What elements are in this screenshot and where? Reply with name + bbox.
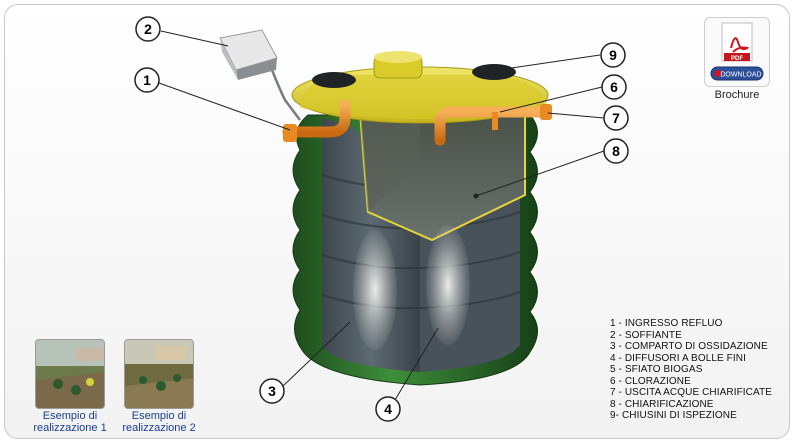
example-label-2[interactable]: Esempio di realizzazione 2 [114,410,204,434]
leader-lines [158,30,605,406]
pdf-icon: PDF DOWNLOAD [710,22,764,81]
legend-item: 8 - CHIARIFICAZIONE [610,398,714,410]
callout-number: 6 [610,79,618,95]
callout-1: 1 [134,67,160,93]
example-label-line: Esempio di [131,410,187,422]
callout-number: 3 [268,383,276,399]
pdf-badge-text: PDF [731,56,743,62]
callout-number: 1 [143,72,151,88]
legend-item: 9- CHIUSINI DI ISPEZIONE [610,410,737,421]
legend-item: 4 - DIFFUSORI A BOLLE FINI [610,352,746,364]
callout-number: 7 [612,110,620,126]
legend: 1 - INGRESSO REFLUO 2 - SOFFIANTE 3 - CO… [610,318,772,422]
callout-8: 8 [603,138,629,164]
callout-4: 4 [375,396,401,422]
download-label: DOWNLOAD [720,72,761,79]
example-label-line: realizzazione 1 [33,422,107,434]
callout-9: 9 [600,42,626,68]
legend-item: 5 - SFIATO BIOGAS [610,364,703,375]
legend-item: 3 - COMPARTO DI OSSIDAZIONE [610,341,768,352]
callout-number: 8 [612,143,620,159]
example-thumbnail-2[interactable] [124,339,194,409]
example-thumbnail-1[interactable] [35,339,105,409]
callout-7: 7 [603,105,629,131]
callout-3: 3 [259,378,285,404]
example-photo-2 [125,340,193,408]
example-label-line: Esempio di [42,410,98,422]
callout-6: 6 [601,74,627,100]
callout-2: 2 [135,16,161,42]
legend-item: 1 - INGRESSO REFLUO [610,318,723,329]
blower-unit [219,29,301,121]
callout-number: 9 [609,47,617,63]
callout-number: 4 [384,401,392,417]
example-photo-1 [36,340,104,408]
callout-number: 2 [144,21,152,37]
example-label-1[interactable]: Esempio di realizzazione 1 [25,410,115,434]
brochure-label[interactable]: Brochure [714,89,760,101]
example-label-line: realizzazione 2 [122,422,196,434]
legend-item: 7 - USCITA ACQUE CHIARIFICATE [610,387,772,398]
tank-body [292,105,538,386]
pipes [282,99,552,146]
brochure-download-button[interactable]: PDF DOWNLOAD [704,17,770,87]
legend-item: 2 - SOFFIANTE [610,329,682,341]
legend-item: 6 - CLORAZIONE [610,375,691,387]
